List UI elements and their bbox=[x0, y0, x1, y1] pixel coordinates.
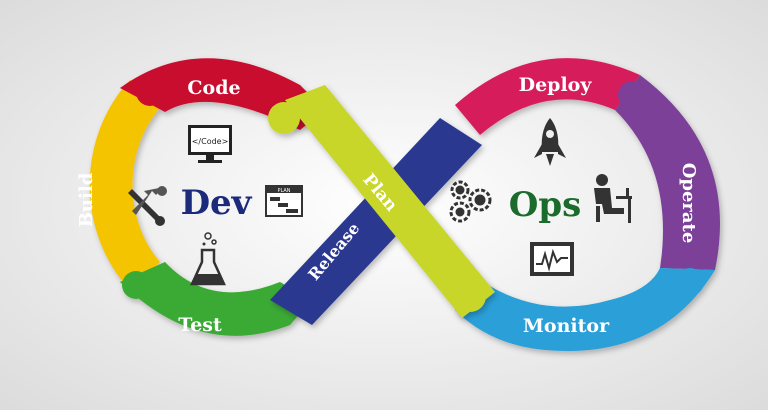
code-icon-text: </Code> bbox=[192, 137, 229, 146]
tools-icon bbox=[128, 186, 167, 226]
gears-icon bbox=[449, 180, 492, 223]
puzzle-knob bbox=[618, 81, 646, 109]
code-monitor-icon: </Code> bbox=[188, 125, 232, 163]
puzzle-knob bbox=[284, 278, 312, 306]
label-monitor: Monitor bbox=[523, 315, 610, 337]
monitor-graph-icon bbox=[530, 242, 574, 276]
segment-build bbox=[89, 80, 160, 290]
label-deploy: Deploy bbox=[519, 74, 593, 96]
puzzle-knob bbox=[676, 268, 704, 296]
ops-title: Ops bbox=[509, 185, 582, 225]
puzzle-knob bbox=[268, 102, 300, 134]
label-operate: Operate bbox=[678, 163, 699, 244]
segment-release bbox=[270, 118, 482, 325]
puzzle-knob bbox=[136, 78, 164, 106]
dev-title: Dev bbox=[181, 183, 253, 223]
segment-plan bbox=[285, 85, 495, 318]
crossing-bands bbox=[268, 85, 495, 325]
puzzle-knob bbox=[122, 271, 150, 299]
plan-chart-icon: PLAN bbox=[265, 185, 303, 217]
right-loop bbox=[455, 58, 720, 351]
label-build: Build bbox=[76, 172, 97, 227]
label-test: Test bbox=[178, 314, 222, 336]
segment-deploy bbox=[455, 58, 640, 135]
puzzle-knob bbox=[454, 280, 486, 312]
plan-icon-text: PLAN bbox=[277, 188, 290, 194]
segment-test bbox=[120, 262, 312, 336]
segment-monitor bbox=[455, 268, 715, 351]
person-at-desk-icon bbox=[594, 174, 632, 223]
segment-operate bbox=[615, 75, 720, 270]
rocket-icon bbox=[534, 118, 566, 166]
label-code: Code bbox=[187, 77, 240, 99]
flask-icon bbox=[190, 232, 226, 286]
